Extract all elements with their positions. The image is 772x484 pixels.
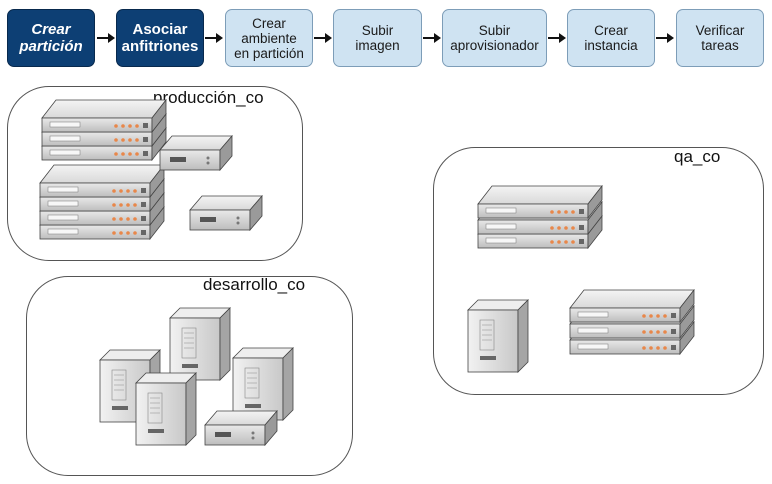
step-label: Crear ambiente en partición: [234, 15, 304, 61]
arrow-icon: [97, 33, 115, 43]
arrow-icon: [314, 33, 332, 43]
step-label: Verificar tareas: [695, 23, 745, 53]
step-label: Subir imagen: [355, 23, 400, 53]
step-crear-instancia[interactable]: Crear instancia: [567, 9, 655, 67]
arrow-icon: [656, 33, 674, 43]
step-label: Asociar anfitriones: [121, 21, 199, 55]
step-verificar-tareas[interactable]: Verificar tareas: [676, 9, 764, 67]
step-subir-aprovisionador[interactable]: Subir aprovisionador: [442, 9, 547, 67]
group-label-qa: qa_co: [674, 147, 721, 166]
step-crear-ambiente[interactable]: Crear ambiente en partición: [225, 9, 313, 67]
arrow-icon: [548, 33, 566, 43]
arrow-icon: [205, 33, 223, 43]
step-label: Crear instancia: [584, 23, 638, 53]
step-crear-particion[interactable]: Crear partición: [7, 9, 95, 67]
step-subir-imagen[interactable]: Subir imagen: [333, 9, 422, 67]
group-label-desarrollo: desarrollo_co: [203, 275, 306, 294]
step-label: Subir aprovisionador: [450, 23, 539, 53]
group-label-produccion: producción_co: [153, 88, 264, 107]
step-label: Crear partición: [19, 21, 83, 55]
step-asociar-anfitriones[interactable]: Asociar anfitriones: [116, 9, 204, 67]
arrow-icon: [423, 33, 441, 43]
